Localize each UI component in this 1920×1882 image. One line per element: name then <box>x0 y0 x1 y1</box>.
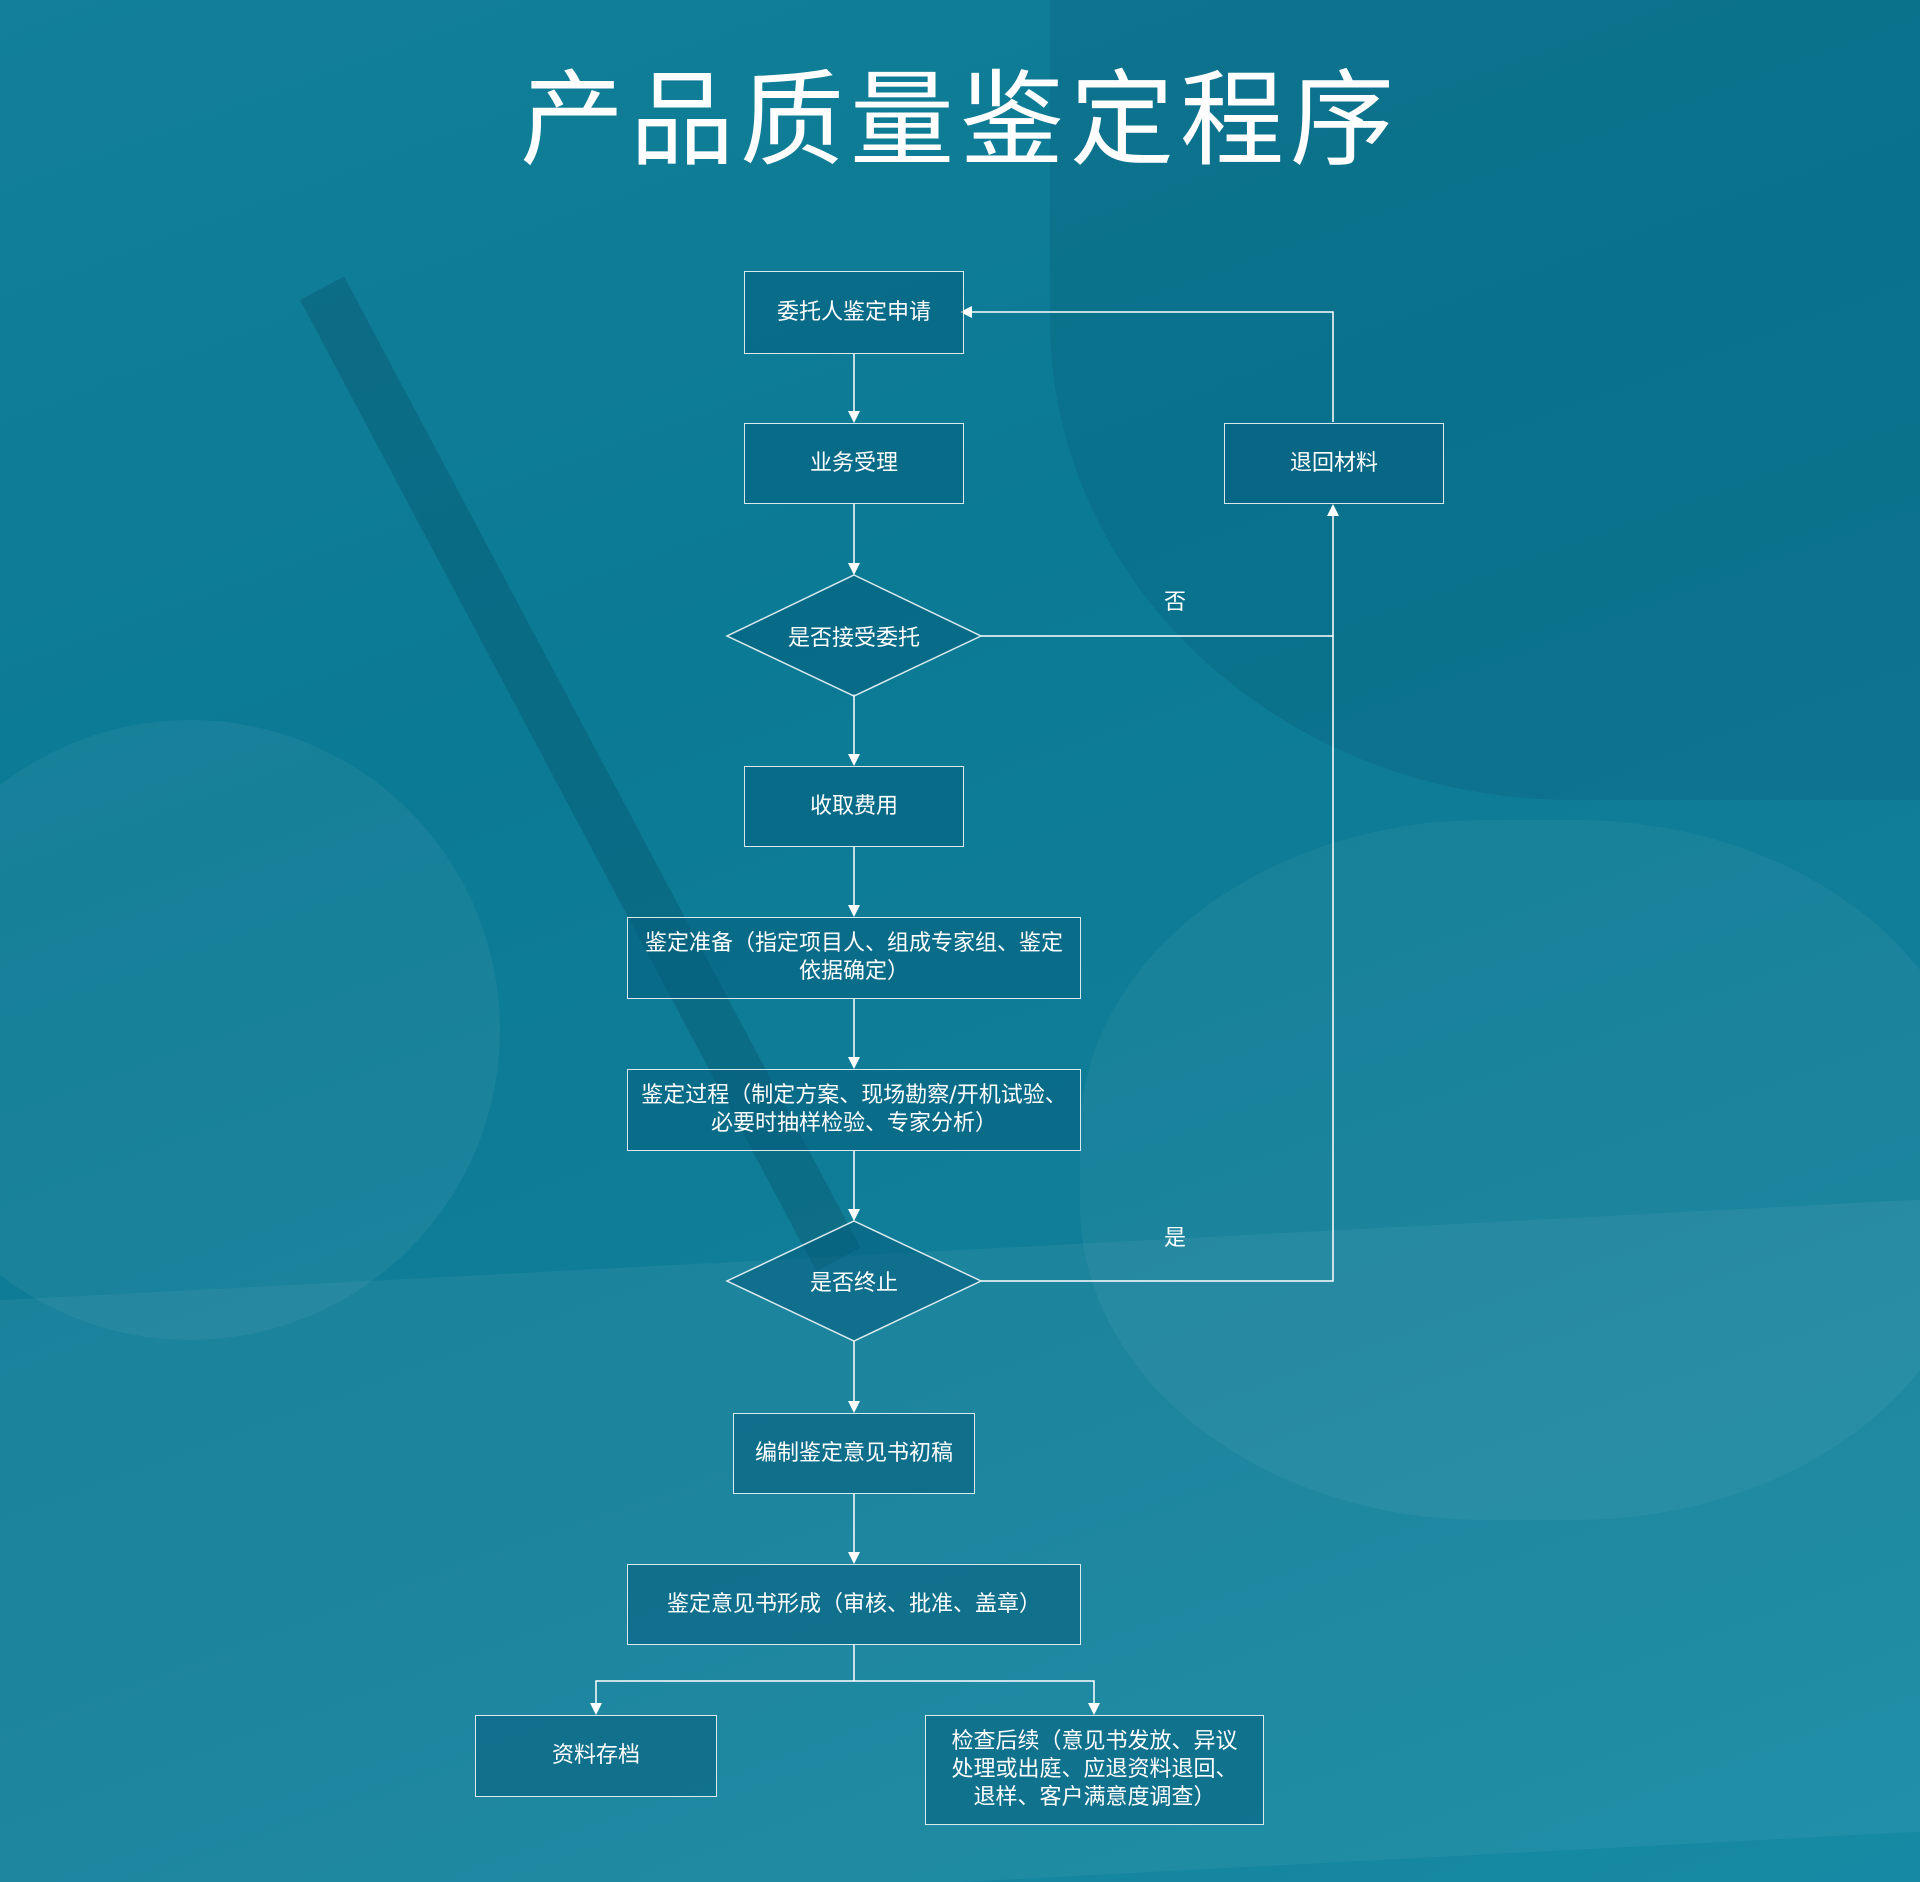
decision-terminate-label: 是否终止 <box>809 1271 898 1296</box>
branch-label-yes: 是 <box>1164 1226 1187 1251</box>
decision-accept-label: 是否接受委托 <box>787 626 920 651</box>
node-followup: 检查后续（意见书发放、异议处理或出庭、应退资料退回、退样、客户满意度调查） <box>925 1715 1264 1825</box>
arrow-finalize-to-followup <box>854 1680 1100 1715</box>
node-process: 鉴定过程（制定方案、现场勘察/开机试验、必要时抽样检验、专家分析） <box>627 1069 1081 1151</box>
node-finalize: 鉴定意见书形成（审核、批准、盖章） <box>627 1564 1081 1645</box>
arrow-yes-to-return <box>981 636 1334 1282</box>
arrow-return-to-apply <box>960 306 1334 422</box>
node-draft: 编制鉴定意见书初稿 <box>733 1413 975 1494</box>
decision-terminate-diamond <box>725 1220 983 1342</box>
node-return-materials: 退回材料 <box>1224 423 1444 504</box>
background-hand-right <box>1080 820 1920 1520</box>
node-archive: 资料存档 <box>475 1715 717 1797</box>
branch-label-no: 否 <box>1164 590 1187 615</box>
arrow-no-to-return <box>981 504 1339 637</box>
page-title: 产品质量鉴定程序 <box>519 59 1400 181</box>
node-accept-business: 业务受理 <box>744 423 964 504</box>
arrow-finalize-to-archive <box>590 1645 855 1715</box>
node-apply: 委托人鉴定申请 <box>744 271 964 354</box>
node-prepare: 鉴定准备（指定项目人、组成专家组、鉴定依据确定） <box>627 917 1081 999</box>
node-collect-fee: 收取费用 <box>744 766 964 847</box>
decision-accept-diamond <box>725 574 983 697</box>
background-hand-left <box>0 720 500 1340</box>
